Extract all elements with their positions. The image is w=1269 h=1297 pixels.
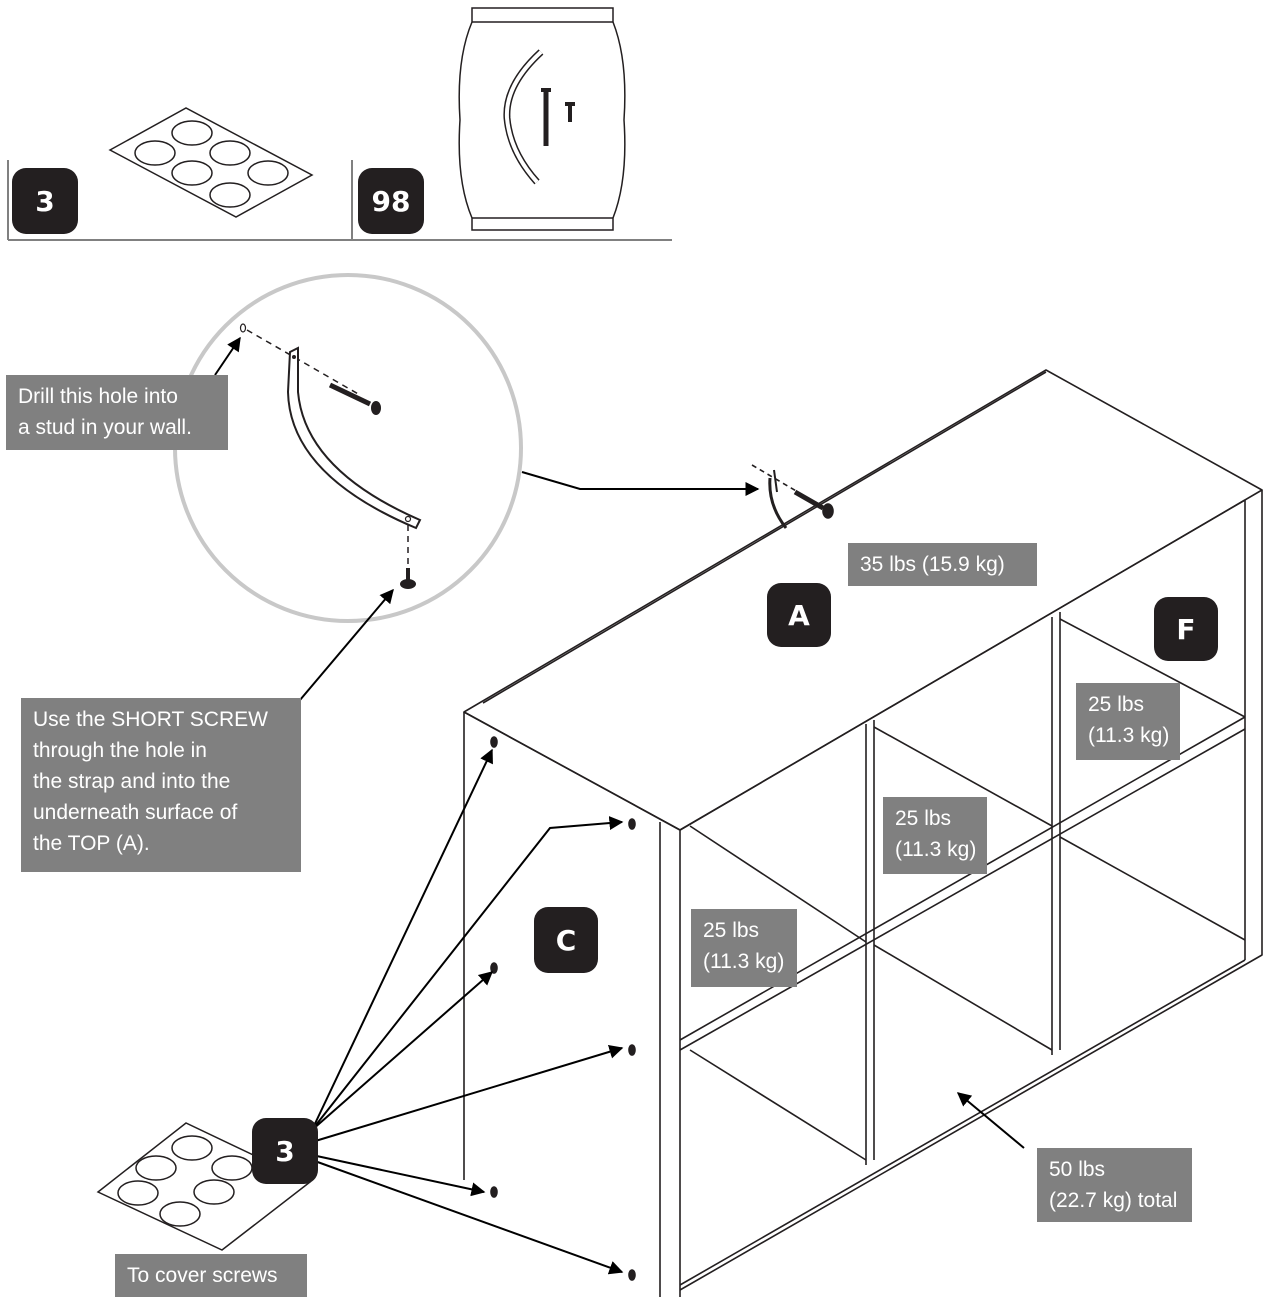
cube-weight-note-middle: 25 lbs (11.3 kg) [883, 797, 987, 874]
note-line: 25 lbs [1088, 693, 1145, 716]
cover-caps-label: 3 [252, 1118, 318, 1184]
note-line: To cover screws [127, 1264, 278, 1287]
note-line: 25 lbs [703, 919, 760, 942]
callout-arrows [214, 336, 1025, 1275]
parts-list [7, 7, 672, 241]
shelf-label: F [1154, 597, 1218, 661]
note-line: through the hole in [33, 739, 207, 762]
cube-weight-note-right: 25 lbs (11.3 kg) [1076, 683, 1180, 760]
drill-hole-note: Drill this hole into a stud in your wall… [6, 375, 228, 450]
hardware-count-badge: 98 [358, 168, 424, 234]
top-panel-label: A [767, 583, 831, 647]
cover-screws-note: To cover screws [115, 1254, 307, 1297]
cube-weight-note-left: 25 lbs (11.3 kg) [691, 909, 797, 987]
note-line: Use the SHORT SCREW [33, 708, 268, 731]
short-screw-note: Use the SHORT SCREW through the hole in … [21, 698, 301, 872]
note-line: a stud in your wall. [18, 416, 192, 439]
note-line: the TOP (A). [33, 832, 150, 855]
cube-organizer [463, 369, 1263, 1297]
note-line: underneath surface of [33, 801, 238, 824]
cover-caps-sheet-icon [108, 107, 314, 218]
total-weight-note: 50 lbs (22.7 kg) total [1037, 1148, 1192, 1222]
note-line: (11.3 kg) [703, 950, 785, 973]
note-line: (22.7 kg) total [1049, 1189, 1178, 1212]
note-line: 35 lbs (15.9 kg) [860, 553, 1005, 576]
note-line: (11.3 kg) [895, 838, 977, 861]
note-line: the strap and into the [33, 770, 231, 793]
cover-caps-count-badge: 3 [12, 168, 78, 234]
note-line: 25 lbs [895, 807, 952, 830]
top-weight-note: 35 lbs (15.9 kg) [848, 543, 1037, 586]
note-line: Drill this hole into [18, 385, 178, 408]
note-line: (11.3 kg) [1088, 724, 1170, 747]
cover-caps-sheet-icon [96, 1122, 312, 1251]
hardware-bag-icon [458, 7, 626, 231]
side-panel-label: C [534, 907, 598, 973]
note-line: 50 lbs [1049, 1158, 1106, 1181]
